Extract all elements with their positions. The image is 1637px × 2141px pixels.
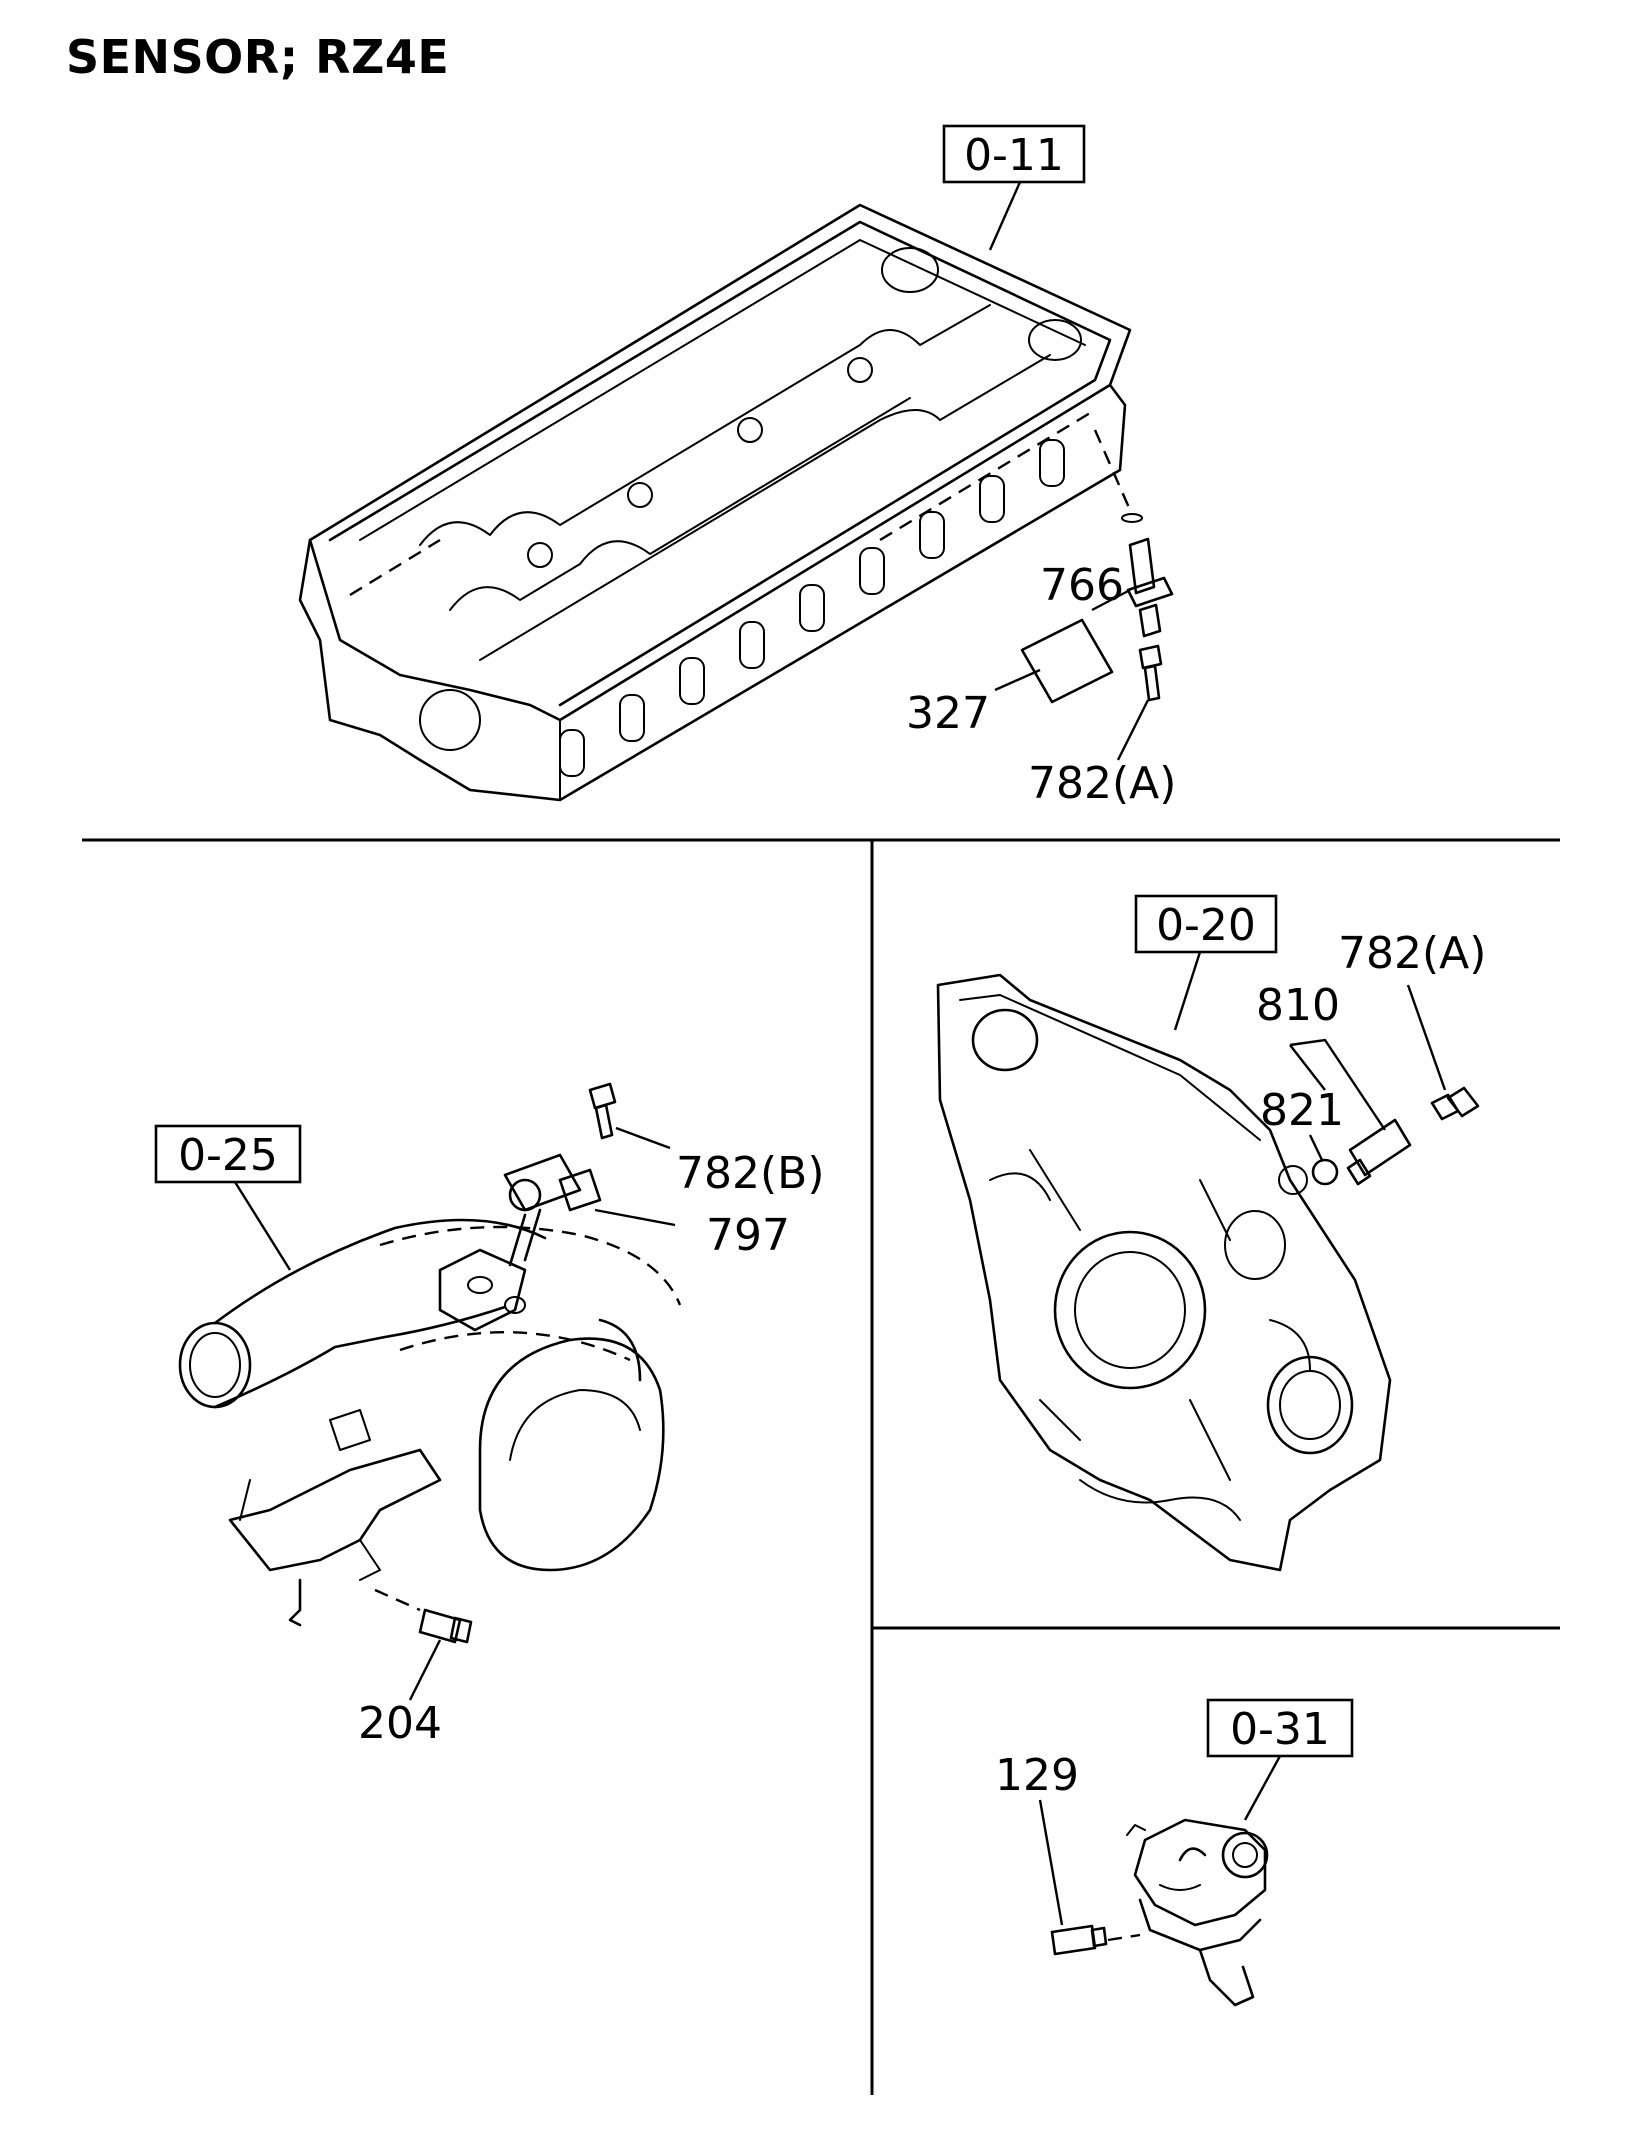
- section-pump: 0-31 129: [995, 1698, 1354, 2007]
- leader-129: [1038, 1799, 1064, 1926]
- cylinder-head-drawing: [298, 203, 1132, 802]
- sensor-810-drawing: [1311, 1086, 1480, 1186]
- leader-782b: [615, 1126, 671, 1150]
- part-label-797: 797: [706, 1210, 790, 1261]
- leader-810: [1289, 1038, 1386, 1131]
- bolt-204-drawing: [374, 1588, 473, 1644]
- section-dividers: [82, 838, 1560, 2095]
- ref-label-0-31: 0-31: [1230, 1704, 1330, 1755]
- section-cylinder-head: 0-11 766 327 782(A): [298, 124, 1176, 809]
- leader-0-20: [1173, 951, 1202, 1031]
- part-label-327: 327: [906, 688, 990, 739]
- leader-0-25: [233, 1181, 292, 1271]
- leader-821: [1308, 1134, 1324, 1161]
- leader-782a-top: [1116, 699, 1150, 761]
- leader-0-31: [1243, 1755, 1282, 1821]
- leader-782a-right: [1406, 984, 1447, 1091]
- sensor-129-drawing: [1050, 1924, 1141, 1956]
- ref-label-0-20: 0-20: [1156, 900, 1256, 951]
- gasket-327-drawing: [1020, 618, 1114, 704]
- part-label-782a-top: 782(A): [1028, 758, 1176, 809]
- leader-810-b: [1289, 1044, 1326, 1091]
- ref-box-0-31: 0-31: [1206, 1698, 1354, 1758]
- leader-766: [1091, 588, 1131, 612]
- part-label-204: 204: [358, 1698, 442, 1749]
- part-label-766: 766: [1040, 560, 1124, 611]
- ref-box-0-11: 0-11: [942, 124, 1086, 184]
- ref-label-0-11: 0-11: [964, 130, 1064, 181]
- page-title: SENSOR; RZ4E: [66, 30, 450, 84]
- part-label-129: 129: [995, 1750, 1079, 1801]
- leader-797: [594, 1208, 676, 1227]
- part-label-821: 821: [1260, 1085, 1344, 1136]
- leader-204: [408, 1639, 442, 1701]
- section-intake-pipe: 0-25: [154, 1082, 825, 1749]
- pump-drawing: [1126, 1818, 1269, 2007]
- intake-pipe-drawing: [178, 1218, 682, 1627]
- leader-0-11: [988, 181, 1022, 251]
- part-label-782b: 782(B): [676, 1148, 825, 1199]
- timing-case-drawing: [936, 973, 1392, 1572]
- ref-box-0-20: 0-20: [1134, 894, 1278, 954]
- part-label-782a-right: 782(A): [1338, 928, 1486, 979]
- ref-label-0-25: 0-25: [178, 1130, 278, 1181]
- section-timing-case: 0-20 782(A) 810: [936, 894, 1486, 1572]
- part-label-810: 810: [1256, 980, 1340, 1031]
- leader-327: [994, 668, 1041, 692]
- ref-box-0-25: 0-25: [154, 1124, 302, 1184]
- sensor-797-drawing: [503, 1082, 617, 1267]
- sensor-766-drawing: [1093, 429, 1174, 702]
